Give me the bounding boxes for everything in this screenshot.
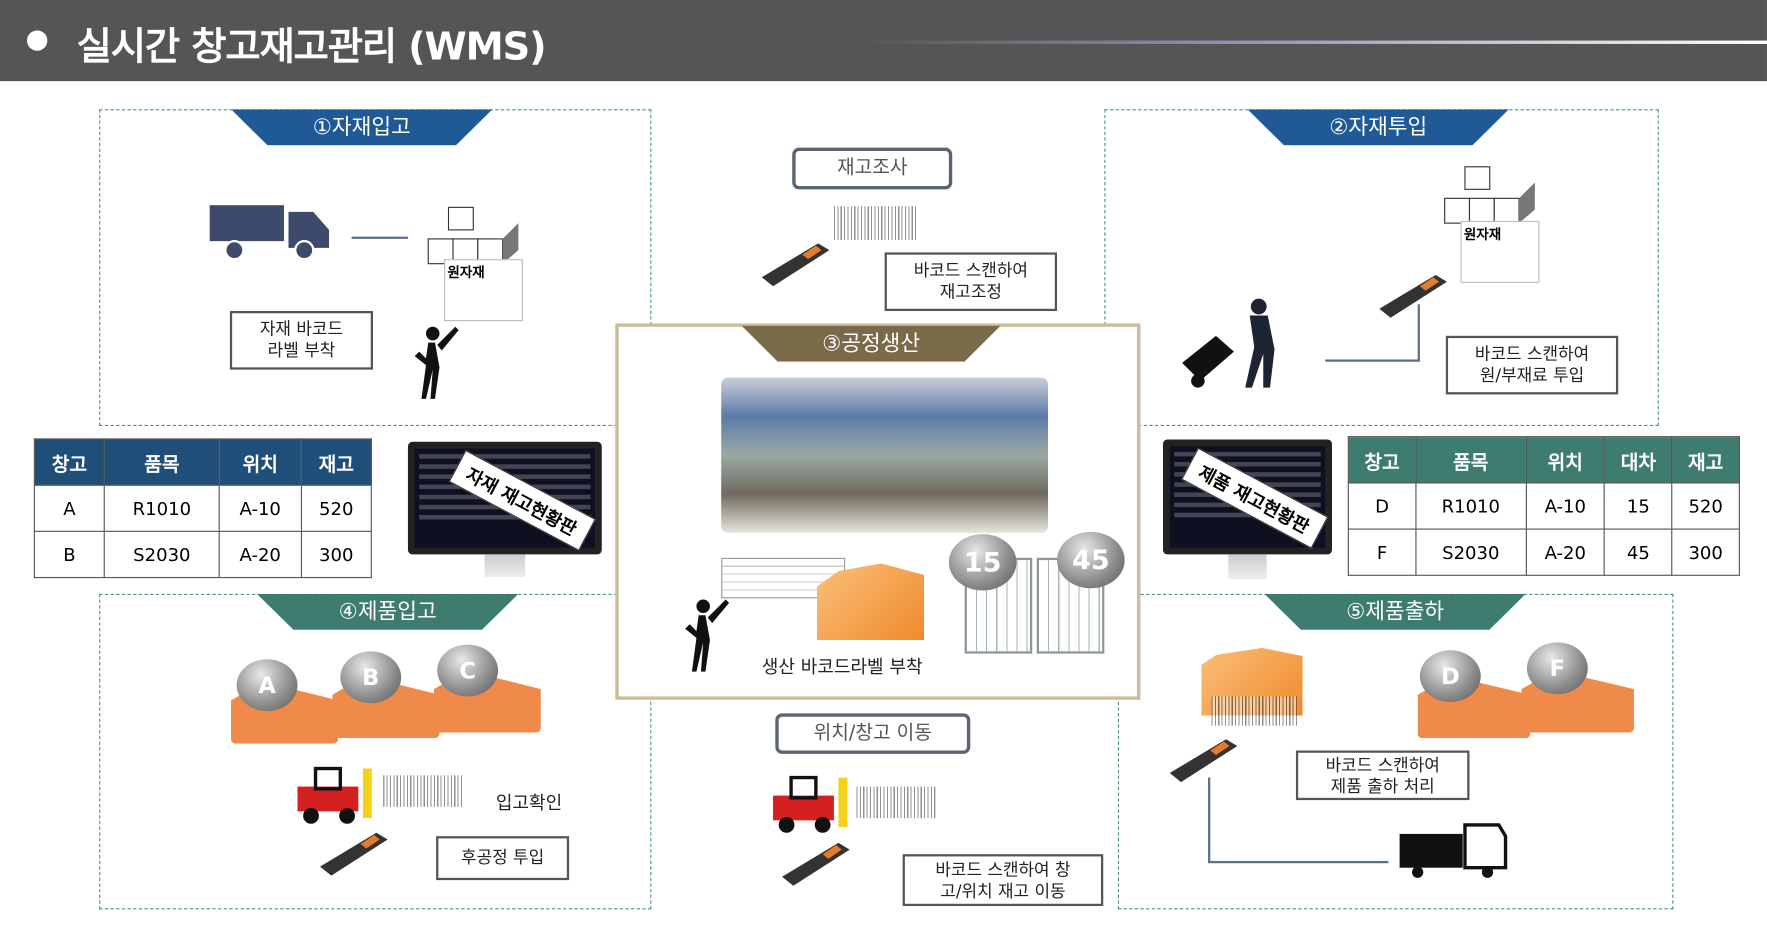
person-icon (685, 599, 730, 672)
cell: B (33, 530, 106, 579)
material-dashboard-monitor: 자재 재고현황판 (407, 441, 602, 555)
warehouse-badge-d: D (1419, 650, 1481, 703)
cell: A-20 (218, 530, 302, 579)
callout-attach-label: 자재 바코드 라벨 부착 (229, 311, 374, 370)
forklift-icon (773, 775, 848, 833)
product-dashboard-monitor: 제품 재고현황판 (1162, 439, 1332, 555)
raw-material-text: 원자재 (447, 264, 485, 281)
column-header: 창고 (1347, 436, 1417, 484)
person-icon (414, 326, 459, 399)
section-title-product-receipt: ④제품입고 (256, 593, 519, 630)
column-header: 재고 (1671, 436, 1740, 484)
column-header: 재고 (300, 438, 372, 486)
page-title: 실시간 창고재고관리 (WMS) (76, 24, 547, 70)
connector-line (1208, 777, 1211, 863)
arrow-icon (1325, 359, 1420, 362)
delivery-truck-icon (1399, 823, 1508, 878)
cell: 15 (1604, 482, 1673, 530)
barcode-scanner-icon (320, 832, 388, 876)
cell: A-20 (1525, 528, 1606, 576)
arrow-icon (1208, 860, 1389, 864)
title-bar: 실시간 창고재고관리 (WMS) (0, 0, 1767, 82)
barcode-scanner-icon (761, 243, 830, 287)
warehouse-badge-c: C (437, 644, 499, 697)
cell: 300 (300, 530, 372, 579)
monitor-stand (484, 554, 526, 577)
warehouse-badge-b: B (340, 651, 402, 704)
callout-scan-ship: 바코드 스캔하여 제품 출하 처리 (1295, 750, 1470, 801)
barcode-scanner-icon (1379, 274, 1447, 318)
callout-scan-input: 바코드 스캔하여 원/부재료 투입 (1445, 335, 1619, 395)
cell: 300 (1671, 528, 1740, 576)
barcode-scanner-icon (1169, 739, 1238, 783)
section-title-product-shipping: ⑤제품출하 (1264, 593, 1526, 630)
location-move-label: 위치/창고 이동 (775, 713, 971, 754)
column-header: 위치 (218, 438, 302, 486)
raw-material-text: 원자재 (1463, 226, 1502, 243)
column-header: 품목 (1415, 436, 1527, 484)
production-label-text: 생산 바코드라벨 부착 (761, 655, 923, 678)
barcode-scanner-icon (782, 842, 850, 886)
worker-with-cart-icon (1182, 298, 1275, 388)
cell: A-10 (1525, 482, 1606, 530)
truck-icon (209, 205, 330, 261)
barcode-icon (833, 206, 919, 241)
cell: D (1347, 482, 1417, 530)
product-boxes-icon (817, 563, 925, 641)
cart-count-badge: 45 (1057, 531, 1125, 589)
column-header: 위치 (1525, 436, 1606, 484)
cell: S2030 (1415, 528, 1527, 576)
column-header: 창고 (33, 438, 106, 486)
inventory-check-label: 재고조사 (792, 147, 953, 190)
cell: 45 (1604, 528, 1673, 576)
barcode-icon (856, 786, 936, 819)
column-header: 품목 (103, 438, 220, 486)
cell: R1010 (1415, 482, 1527, 530)
cell: A (33, 484, 106, 532)
connector-line (1417, 304, 1420, 361)
cell: R1010 (103, 484, 220, 532)
callout-scan-adjust: 바코드 스캔하여 재고조정 (884, 252, 1058, 312)
cell: F (1347, 528, 1417, 576)
cell: 520 (300, 484, 372, 532)
callout-next-process: 후공정 투입 (436, 836, 570, 881)
callout-scan-move: 바코드 스캔하여 창 고/위치 재고 이동 (902, 854, 1104, 907)
arrow-icon (351, 236, 408, 239)
section-title-production: ③공정생산 (741, 325, 1001, 362)
header-divider (856, 40, 1767, 44)
receipt-confirm-text: 입고확인 (495, 792, 563, 814)
cell: 520 (1671, 482, 1740, 530)
cell: A-10 (218, 484, 302, 532)
boxes-icon (1444, 166, 1535, 224)
section-title-material-receipt: ①자재입고 (231, 109, 493, 146)
section-title-material-input: ②자재투입 (1247, 109, 1509, 146)
cart-count-badge: 15 (948, 534, 1017, 591)
cart-icon (1036, 557, 1105, 654)
factory-photo (721, 377, 1049, 534)
raw-material-label: 원자재 (1460, 220, 1540, 283)
barcode-icon (383, 775, 463, 807)
warehouse-badge-a: A (236, 659, 298, 712)
forklift-icon (297, 766, 372, 824)
raw-material-label: 원자재 (443, 259, 523, 322)
section-material-receipt (99, 109, 652, 426)
warehouse-badge-f: F (1526, 642, 1588, 695)
column-header: 대차 (1604, 436, 1673, 484)
boxes-icon (427, 206, 519, 265)
barcode-icon (1211, 696, 1298, 726)
bullet-icon (27, 30, 48, 51)
cell: S2030 (103, 530, 220, 579)
monitor-stand (1228, 554, 1267, 580)
